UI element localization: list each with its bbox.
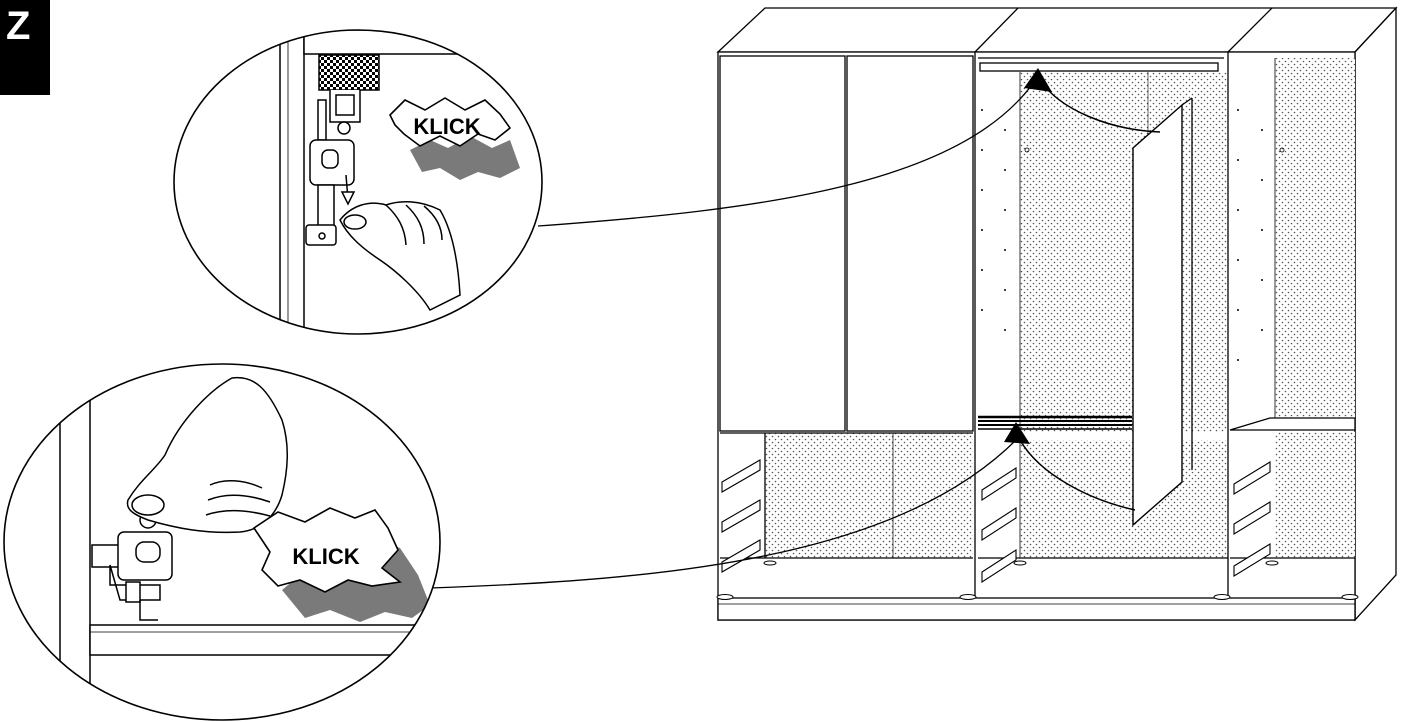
klick-top-label: KLICK xyxy=(413,114,480,139)
right-back-panel xyxy=(1275,58,1355,418)
side-wall-holes xyxy=(981,109,1285,361)
plinth xyxy=(717,597,1356,621)
frame-floor xyxy=(89,624,440,656)
hand-bottom xyxy=(126,376,289,534)
runner-group-right xyxy=(1233,461,1271,577)
step-badge: Z xyxy=(0,0,50,95)
runner-group-left xyxy=(721,459,761,573)
frame-side xyxy=(279,35,305,334)
hinge-cup xyxy=(318,54,380,91)
detail-callout-bottom: KLICK xyxy=(3,363,441,721)
klick-bottom-burst xyxy=(252,507,402,593)
hanging-rail xyxy=(979,62,1219,72)
drawer-runners xyxy=(721,459,1271,584)
left-door-1 xyxy=(719,55,846,432)
swing-arrow-bottom xyxy=(1019,439,1136,511)
feet xyxy=(716,560,1359,600)
left-door-2 xyxy=(846,55,974,432)
wardrobe-right-side xyxy=(1354,6,1397,622)
wardrobe-top xyxy=(716,7,1398,53)
detail-callout-top: KLICK xyxy=(173,29,543,335)
swing-arrowhead-bottom xyxy=(1004,422,1030,444)
middle-shelf-edge xyxy=(978,415,1132,430)
middle-back-panel-lower xyxy=(1020,440,1228,558)
leader-lines xyxy=(429,81,1035,589)
middle-back-panel xyxy=(1020,72,1228,432)
frame-side-bottom xyxy=(59,379,91,720)
hand-top xyxy=(339,200,461,311)
right-back-panel-lower xyxy=(1275,432,1355,558)
leader-top xyxy=(537,81,1035,227)
klick-bottom-label: KLICK xyxy=(292,544,359,569)
right-shelf xyxy=(1229,417,1356,431)
leader-bottom xyxy=(429,435,1021,589)
runner-group-middle xyxy=(981,466,1017,584)
klick-top-burst xyxy=(389,97,512,147)
open-door xyxy=(1132,103,1183,527)
klick-top-shadow xyxy=(410,136,520,180)
step-label: Z xyxy=(6,4,31,48)
left-back-panel xyxy=(765,433,973,558)
wardrobe xyxy=(716,6,1398,622)
